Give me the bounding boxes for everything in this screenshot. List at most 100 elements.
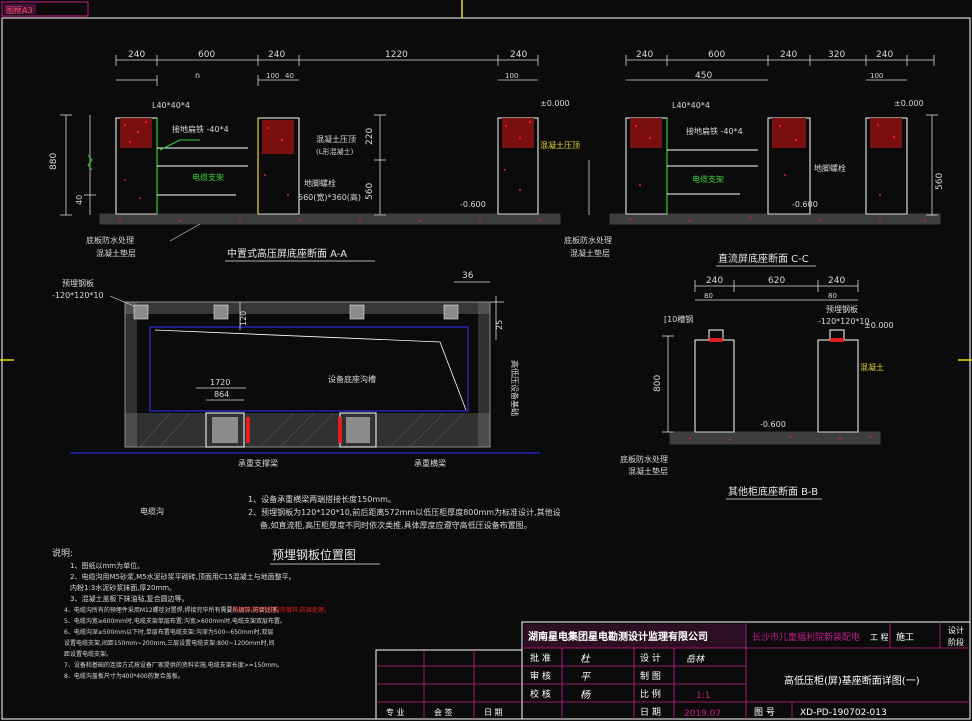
- dim-aa-sub-3: 100: [505, 72, 518, 80]
- dim-bb-800: 800: [653, 375, 663, 392]
- dim-bb-2: 620: [768, 276, 785, 286]
- aa-ground-label: 接地扁铁 -40*4: [172, 124, 229, 134]
- plan-dim-36: 36: [462, 271, 474, 281]
- row-role-draw: 制 图: [640, 670, 661, 682]
- cc-angle-label: L40*40*4: [672, 101, 710, 110]
- row-label-review: 审 核: [530, 670, 551, 682]
- cc-cap-2: [772, 118, 806, 148]
- project-suffix: 工 程: [870, 633, 889, 642]
- plan-cable-trench: 电缆沟: [140, 506, 164, 516]
- row-role-sign-design: 岳林: [686, 654, 705, 665]
- row-role-scale: 比 例: [640, 688, 661, 700]
- dim-aa-sub-2: 40: [285, 72, 294, 80]
- bb-steel: 预埋钢板: [826, 304, 858, 314]
- row-sign-review: 平: [580, 672, 591, 683]
- section-cc: 240 600 240 320 240 450 100: [564, 50, 945, 267]
- note-4: 3、混凝土盖板下抹油毡,复合圆边等。: [70, 594, 189, 603]
- bb-steel-spec: -120*120*10: [818, 317, 870, 326]
- plan-center-label: 设备底座沟槽: [328, 374, 376, 384]
- plan-beam-left: 承重支撑梁: [238, 458, 278, 468]
- plan-steel-spec: -120*120*10: [52, 291, 104, 300]
- bb-title: 其他柜底座断面 B-B: [728, 485, 818, 498]
- bb-channel: [10槽钢: [664, 314, 693, 324]
- cc-slab: [609, 213, 941, 225]
- dim-aa-560: 560: [365, 183, 375, 200]
- sign-col-date: 日 期: [484, 708, 503, 717]
- dim-cc-4: 320: [828, 50, 845, 60]
- dim-aa-40: 40: [75, 195, 84, 205]
- aa-cap-2: [262, 120, 294, 154]
- cc-cap-3: [870, 118, 902, 148]
- dim-aa-5: 240: [510, 50, 527, 60]
- plan-side-label: 高低压设备基础: [510, 360, 520, 416]
- cc-cable-support: 电缆支架: [692, 174, 724, 184]
- title-block: 湖南星电集团星电勘测设计监理有限公司 长沙市儿童福利院新装配电 工 程 施工 设…: [521, 621, 971, 720]
- row-sign-approve: 杜: [580, 653, 591, 665]
- note-4-highlight: 焊接完毕所有需要热镀锌,防腐处理。: [232, 606, 330, 614]
- aa-concrete: 混凝土压顶: [540, 140, 580, 150]
- aa-elev-zero: ±0.000: [540, 99, 570, 108]
- dim-aa-n: n: [195, 71, 200, 80]
- cc-foundation: 底板防水处理: [564, 235, 612, 245]
- stage-bottom: 阶段: [948, 637, 964, 647]
- sign-col-discipline: 专 业: [386, 707, 405, 717]
- aa-elev-neg: -0.600: [460, 200, 486, 209]
- cc-ground-label: 接地扁铁 -40*4: [686, 126, 743, 136]
- cc-elev-neg: -0.600: [792, 200, 818, 209]
- plan-title: 预埋钢板位置图: [272, 547, 356, 562]
- stage-top: 设计: [948, 625, 964, 635]
- dim-cc-sub: 100: [870, 72, 883, 80]
- note-1: 1、图纸以mm为单位。: [70, 561, 144, 570]
- cc-title: 直流屏底座断面 C-C: [718, 252, 809, 265]
- dim-cc-560: 560: [935, 173, 945, 190]
- bb-concrete: 混凝土: [860, 362, 884, 372]
- corner-tag-text: 图框A3: [6, 5, 33, 15]
- aa-title: 中置式高压屏底座断面 A-A: [227, 247, 347, 260]
- note-2: 2、电缆沟用M5砂浆,M5水泥砂浆平砌砖,顶面用C15混凝土与地面整平。: [70, 572, 296, 581]
- plan-notes: 1、设备承重横梁两端搭接长度150mm。 2、预埋钢板为120*120*10,前…: [248, 494, 561, 565]
- plan-dim-120: 120: [239, 311, 248, 326]
- aa-cap-1: [120, 118, 152, 148]
- aa-cap-3: [502, 118, 534, 148]
- company-name: 湖南星电集团星电勘测设计监理有限公司: [528, 630, 708, 643]
- stage-label: 施工: [896, 631, 914, 643]
- bb-cushion: 混凝土垫层: [628, 466, 668, 476]
- aa-foundation: 底板防水处理: [86, 235, 134, 245]
- drawing-no: XD-PD-190702-013: [800, 708, 887, 718]
- dim-cc-1: 240: [636, 50, 653, 60]
- note-6: 5、电缆沟宽≥600mm时,电缆支架单层布置;沟宽>600mm时,电缆支架双层布…: [64, 617, 286, 625]
- dim-aa-1: 240: [128, 50, 145, 60]
- dim-cc-2: 600: [708, 50, 725, 60]
- plan-note-2: 2、预埋钢板为120*120*10,前后距离572mm以低压柜厚度800mm为标…: [248, 507, 561, 517]
- row-label-approve: 批 准: [530, 652, 551, 664]
- sign-col-countersign: 会 签: [434, 707, 453, 717]
- note-3: 内粉1:3水泥砂浆抹面,厚20mm。: [70, 583, 176, 592]
- aa-angle-label: L40*40*4: [152, 101, 190, 110]
- row-label-check: 校 核: [530, 688, 551, 700]
- cc-elev-zero: ±0.000: [894, 99, 924, 108]
- aa-anchor: 地脚螺栓: [304, 178, 336, 188]
- aa-slab: [99, 213, 561, 225]
- row-role-date: 日 期: [640, 707, 661, 718]
- note-10: 7、设备和基础的连接方式按设备厂家提供的资料实施,电缆支架长度>=150mm。: [64, 661, 283, 669]
- dim-aa-4: 1220: [385, 50, 408, 60]
- dim-aa-sub-1: 100: [266, 72, 279, 80]
- cc-cushion: 混凝土垫层: [570, 248, 610, 258]
- bb-elev-zero: ±0.000: [864, 321, 894, 330]
- plan-note-1: 1、设备承重横梁两端搭接长度150mm。: [248, 494, 396, 504]
- note-5: 4、电缆沟所有的预埋件采用M12螺栓对置焊,焊接完毕所有需要热镀锌,防腐处理。: [64, 606, 282, 614]
- aa-cushion: 混凝土垫层: [96, 248, 136, 258]
- drawing-no-label: 图 号: [754, 707, 775, 718]
- dim-bb-sub-1: 80: [704, 292, 713, 300]
- note-8: 设置电缆支架,间距150mm~200mm,三层设置电缆支架:800~1200mm…: [64, 639, 275, 647]
- dim-cc-3: 240: [780, 50, 797, 60]
- plan-blue-outline: [149, 326, 469, 412]
- note-7: 6、电缆沟深≥500mm以下时,单层布置电缆支架:沟深为500~650mm时,双…: [64, 628, 273, 636]
- dim-cc-5: 240: [876, 50, 893, 60]
- plan-dim-25: 25: [495, 320, 504, 330]
- general-notes: 说明: 1、图纸以mm为单位。 2、电缆沟用M5砂浆,M5水泥砂浆平砌砖,顶面用…: [52, 547, 330, 680]
- section-bb: 240 620 240 80 80 800 [10槽钢 预埋钢板 -120*12…: [620, 276, 894, 500]
- dim-aa-2: 600: [198, 50, 215, 60]
- row-role-sign-scale: 1:1: [696, 691, 710, 701]
